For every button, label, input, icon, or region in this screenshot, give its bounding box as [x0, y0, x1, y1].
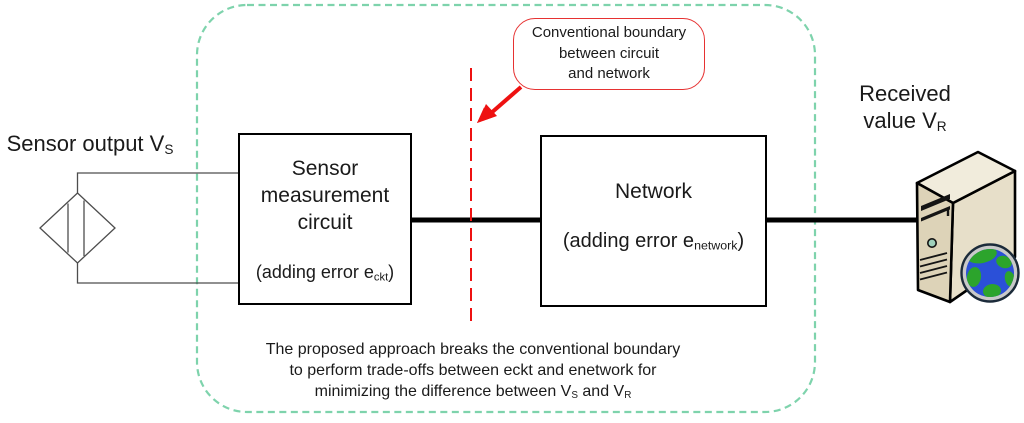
callout-line: and network: [568, 65, 650, 83]
circuit-title-line: Sensor: [291, 157, 359, 180]
network-box: Network (adding error enetwork): [540, 135, 767, 307]
circuit-error-suffix: ): [388, 261, 395, 282]
circuit-box-title: Sensor measurement circuit: [240, 155, 410, 236]
circuit-title-line: measurement: [260, 184, 390, 207]
network-error-subscript: network: [694, 238, 738, 253]
globe-icon: [960, 243, 1020, 303]
sensor-output-subscript: S: [164, 142, 174, 157]
network-box-error-label: (adding error enetwork): [542, 230, 765, 253]
circuit-title-line: circuit: [297, 211, 353, 234]
circuit-error-prefix: (adding error e: [255, 261, 374, 282]
note-line1: The proposed approach breaks the convent…: [265, 341, 681, 358]
received-value-label: Received value VR: [823, 80, 987, 140]
circuit-box: Sensor measurement circuit (adding error…: [238, 133, 412, 305]
note-line3-subscript-s: S: [571, 390, 578, 402]
network-error-suffix: ): [737, 230, 745, 252]
note-line3-text-a: minimizing the difference between V: [314, 383, 572, 400]
proposal-note: The proposed approach breaks the convent…: [173, 339, 773, 406]
sensor-wire-top: [76, 172, 240, 193]
proposed-boundary-dashed-rect: [195, 3, 817, 414]
sensor-output-text: Sensor output V: [6, 131, 165, 156]
note-line3-subscript-r: R: [624, 390, 632, 402]
callout-line: Conventional boundary: [531, 24, 687, 42]
sensor-output-label: Sensor output VS: [2, 131, 178, 157]
boundary-callout: Conventional boundary between circuit an…: [513, 18, 705, 90]
received-line2-text: value V: [863, 108, 937, 133]
red-arrow-icon: [477, 85, 523, 123]
callout-line: between circuit: [558, 44, 660, 62]
sensor-diamond-icon: [39, 192, 116, 264]
power-button-icon: [926, 238, 937, 249]
drive-slot: [921, 194, 950, 211]
received-subscript: R: [936, 119, 947, 134]
circuit-box-error-label: (adding error eckt): [240, 262, 410, 283]
note-line3-text-b: and V: [577, 383, 625, 400]
received-line1: Received: [859, 81, 951, 106]
drive-slot: [921, 206, 950, 222]
vent-lines: [919, 252, 948, 281]
network-box-title: Network: [614, 180, 693, 203]
received-line2: value VR: [823, 107, 987, 140]
note-line2: to perform trade-offs between eckt and e…: [289, 362, 657, 379]
server-tower-icon: [915, 150, 1017, 304]
note-line3: minimizing the difference between VS and…: [173, 381, 773, 406]
circuit-error-subscript: ckt: [373, 271, 389, 283]
sensor-wire-bottom: [76, 263, 240, 284]
network-error-prefix: (adding error e: [562, 230, 695, 252]
